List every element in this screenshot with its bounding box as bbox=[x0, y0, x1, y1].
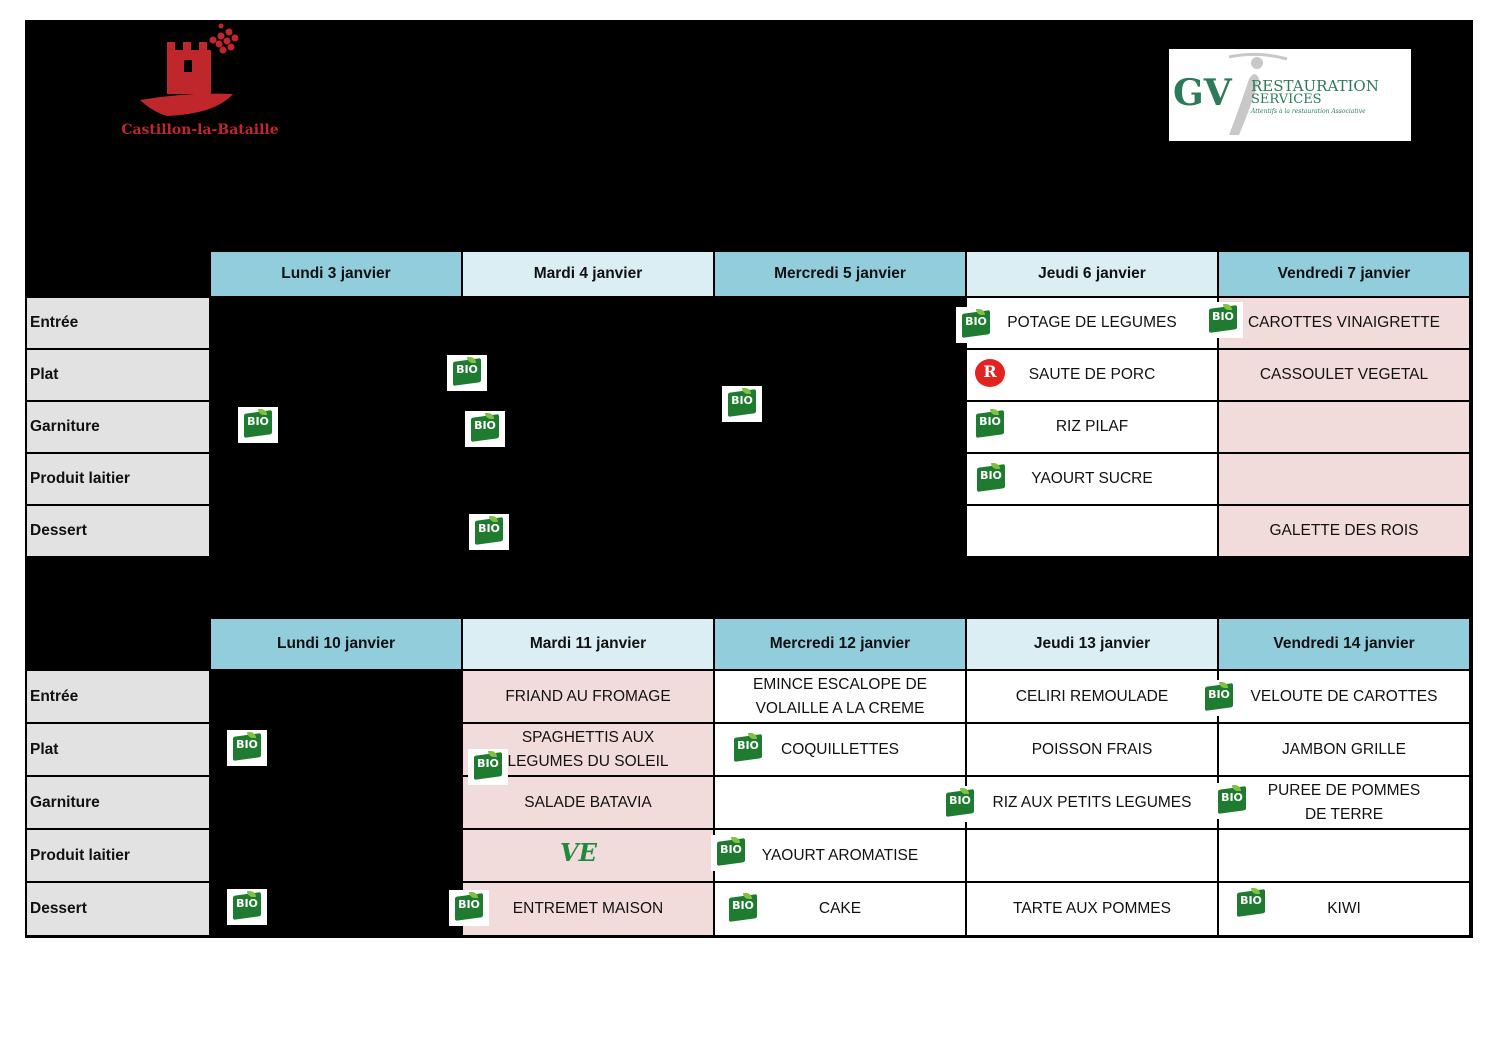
w1-vendredi-plat: CASSOULET VEGETAL bbox=[1218, 349, 1470, 401]
svg-text:Castillon-la-Bataille: Castillon-la-Bataille bbox=[121, 122, 278, 138]
row-label-plat: Plat bbox=[26, 349, 210, 401]
dish-text: KIWI bbox=[1327, 900, 1361, 917]
dish-text: COQUILLETTES bbox=[781, 740, 899, 758]
day-header-vendredi-14: Vendredi 14 janvier bbox=[1218, 618, 1470, 670]
label-rouge-icon: R bbox=[973, 357, 1011, 389]
w2-vendredi-produit-laitier bbox=[1218, 829, 1470, 882]
gv-logo: GV RESTAURATION SERVICES Attentifs à la … bbox=[1169, 49, 1411, 141]
day-header-lundi-10: Lundi 10 janvier bbox=[210, 618, 462, 670]
dish-text: FRIAND AU FROMAGE bbox=[505, 687, 671, 705]
w2-jeudi-dessert: TARTE AUX POMMES bbox=[966, 882, 1218, 936]
row-label-dessert: Dessert bbox=[26, 505, 210, 557]
bio-label-icon: BIO bbox=[449, 890, 489, 926]
row-label-dessert: Dessert bbox=[26, 882, 210, 936]
bio-label-icon: BIO bbox=[723, 891, 763, 927]
w2-jeudi-produit-laitier bbox=[966, 829, 1218, 882]
castillon-logo: Castillon-la-Bataille bbox=[95, 22, 305, 140]
bio-label-icon: BIO bbox=[227, 730, 267, 766]
w1-vendredi-dessert: GALETTE DES ROIS bbox=[1218, 505, 1470, 557]
day-header-jeudi-13: Jeudi 13 janvier bbox=[966, 618, 1218, 670]
svg-text:SERVICES: SERVICES bbox=[1251, 92, 1322, 107]
w1-jeudi-entree: POTAGE DE LEGUMES bbox=[966, 297, 1218, 349]
bio-label-icon: BIO bbox=[1199, 680, 1239, 716]
w2-mardi-entree: FRIAND AU FROMAGE bbox=[462, 670, 714, 723]
w1-jeudi-plat: SAUTE DE PORC bbox=[966, 349, 1218, 401]
bio-label-icon: BIO bbox=[940, 786, 980, 822]
day-header-mercredi-5: Mercredi 5 janvier bbox=[714, 251, 966, 297]
bio-label-icon: BIO bbox=[1203, 302, 1243, 338]
day-header-lundi-3: Lundi 3 janvier bbox=[210, 251, 462, 297]
w2-mercredi-entree: EMINCE ESCALOPE DE VOLAILLE A LA CREME bbox=[714, 670, 966, 723]
menu-page: Castillon-la-Bataille GV RESTAURATION SE… bbox=[25, 20, 1473, 938]
day-header-jeudi-6: Jeudi 6 janvier bbox=[966, 251, 1218, 297]
bio-label-icon: BIO bbox=[447, 355, 487, 391]
row-label-produit-laitier: Produit laitier bbox=[26, 453, 210, 505]
row-label-entree: Entrée bbox=[26, 297, 210, 349]
gv-emblem-icon: GV RESTAURATION SERVICES Attentifs à la … bbox=[1173, 52, 1379, 135]
svg-text:Attentifs à la restauration As: Attentifs à la restauration Associative bbox=[1250, 108, 1366, 115]
castle-icon: Castillon-la-Bataille bbox=[121, 23, 279, 138]
w2-vendredi-entree: VELOUTE DE CAROTTES bbox=[1218, 670, 1470, 723]
dish-text: CASSOULET VEGETAL bbox=[1259, 366, 1429, 383]
dish-text: RIZ PILAF bbox=[1055, 418, 1129, 435]
dish-text: SPAGHETTIS AUX LEGUMES DU SOLEIL bbox=[507, 728, 669, 770]
w2-vendredi-garniture: PUREE DE POMMES DE TERRE bbox=[1218, 776, 1470, 829]
dish-text: YAOURT AROMATISE bbox=[761, 846, 919, 864]
w1-vendredi-produit-laitier bbox=[1218, 453, 1470, 505]
vegetarian-icon: VE bbox=[560, 838, 597, 867]
bio-label-icon: BIO bbox=[722, 386, 762, 422]
bio-label-icon: BIO bbox=[971, 461, 1011, 497]
dish-text: VELOUTE DE CAROTTES bbox=[1250, 687, 1438, 705]
bio-label-icon: BIO bbox=[1212, 783, 1252, 819]
w2-mardi-dessert: ENTREMET MAISON bbox=[462, 882, 714, 936]
dish-text: CELIRI REMOULADE bbox=[1015, 687, 1169, 705]
dish-text: EMINCE ESCALOPE DE VOLAILLE A LA CREME bbox=[753, 675, 927, 717]
bio-label-icon: BIO bbox=[956, 307, 996, 343]
bio-label-icon: BIO bbox=[728, 731, 768, 767]
dish-text: SALADE BATAVIA bbox=[524, 793, 652, 811]
dish-text: CAKE bbox=[818, 900, 862, 917]
svg-text:GV: GV bbox=[1173, 72, 1233, 114]
dish-text: ENTREMET MAISON bbox=[512, 900, 664, 917]
day-header-mercredi-12: Mercredi 12 janvier bbox=[714, 618, 966, 670]
day-header-mardi-4: Mardi 4 janvier bbox=[462, 251, 714, 297]
bio-label-icon: BIO bbox=[469, 514, 509, 550]
row-label-entree: Entrée bbox=[26, 670, 210, 723]
w2-jeudi-entree: CELIRI REMOULADE bbox=[966, 670, 1218, 723]
dish-text: YAOURT SUCRE bbox=[1031, 470, 1153, 487]
bio-label-icon: BIO bbox=[227, 889, 267, 925]
w1-jeudi-dessert bbox=[966, 505, 1218, 557]
w2-vendredi-plat: JAMBON GRILLE bbox=[1218, 723, 1470, 776]
bio-label-icon: BIO bbox=[1231, 886, 1271, 922]
bio-label-icon: BIO bbox=[711, 835, 751, 871]
row-label-plat: Plat bbox=[26, 723, 210, 776]
w2-mercredi-produit-laitier: YAOURT AROMATISE bbox=[714, 829, 966, 882]
svg-text:RESTAURATION: RESTAURATION bbox=[1251, 77, 1379, 95]
dish-text: TARTE AUX POMMES bbox=[1013, 900, 1171, 917]
day-header-vendredi-7: Vendredi 7 janvier bbox=[1218, 251, 1470, 297]
bio-label-icon: BIO bbox=[465, 411, 505, 447]
w2-mardi-produit-laitier bbox=[462, 829, 714, 882]
w2-mercredi-garniture bbox=[714, 776, 966, 829]
dish-text: POTAGE DE LEGUMES bbox=[1007, 314, 1177, 331]
dish-text: RIZ AUX PETITS LEGUMES bbox=[992, 793, 1192, 811]
row-label-garniture: Garniture bbox=[26, 401, 210, 453]
bio-label-icon: BIO bbox=[468, 749, 508, 785]
dish-text: GALETTE DES ROIS bbox=[1269, 522, 1419, 539]
dish-text: PUREE DE POMMES DE TERRE bbox=[1267, 781, 1421, 823]
dish-text: POISSON FRAIS bbox=[1031, 740, 1153, 758]
row-label-produit-laitier: Produit laitier bbox=[26, 829, 210, 882]
w2-jeudi-garniture: RIZ AUX PETITS LEGUMES bbox=[966, 776, 1218, 829]
w1-vendredi-garniture bbox=[1218, 401, 1470, 453]
day-header-mardi-11: Mardi 11 janvier bbox=[462, 618, 714, 670]
dish-text: JAMBON GRILLE bbox=[1281, 740, 1407, 758]
bio-label-icon: BIO bbox=[970, 407, 1010, 443]
dish-text: SAUTE DE PORC bbox=[1028, 366, 1156, 383]
dish-text: CAROTTES VINAIGRETTE bbox=[1247, 314, 1441, 331]
bio-label-icon: BIO bbox=[238, 407, 278, 443]
row-label-garniture: Garniture bbox=[26, 776, 210, 829]
w2-jeudi-plat: POISSON FRAIS bbox=[966, 723, 1218, 776]
w1-vendredi-entree: CAROTTES VINAIGRETTE bbox=[1218, 297, 1470, 349]
